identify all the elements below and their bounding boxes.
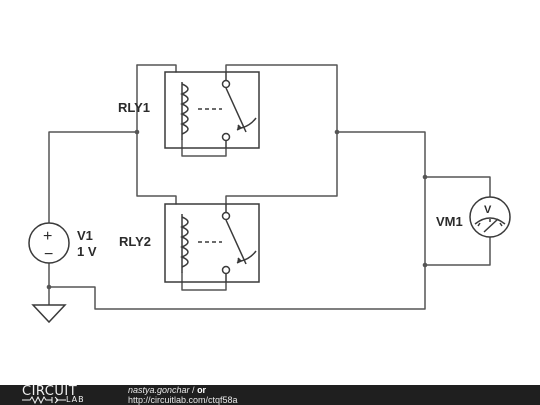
junctions xyxy=(46,129,428,290)
circuit-schematic: + − V RLY1 RLY2 V1 1 V VM1 xyxy=(28,64,511,324)
logo-resistor-icon xyxy=(22,396,66,404)
logo-bottom-text: LAB xyxy=(66,395,85,404)
rly1-label: RLY1 xyxy=(118,100,150,115)
footer-credits: nastya.gonchar / or http://circuitlab.co… xyxy=(128,385,238,405)
circuit-url-link[interactable]: http://circuitlab.com/ctqf58a xyxy=(128,395,238,405)
source-name-label: V1 xyxy=(77,228,93,243)
relay-rly1[interactable] xyxy=(164,71,260,149)
source-minus-sign: − xyxy=(44,246,53,263)
author-link[interactable]: nastya.gonchar xyxy=(128,385,190,395)
footer-bar: CIRCUIT LAB nastya.gonchar / or http://c… xyxy=(0,384,540,405)
footer-separator: / xyxy=(189,385,198,395)
rly2-label: RLY2 xyxy=(119,234,151,249)
relay-rly2[interactable] xyxy=(164,203,260,283)
circuit-title-link[interactable]: or xyxy=(197,385,207,395)
logo-top-text: CIRCUIT xyxy=(22,384,78,399)
ground-icon xyxy=(31,304,67,324)
source-value-label: 1 V xyxy=(77,244,97,259)
voltmeter-symbol: V xyxy=(484,204,492,216)
source-plus-sign: + xyxy=(43,228,52,245)
circuitlab-logo[interactable]: CIRCUIT LAB xyxy=(22,384,122,405)
wires xyxy=(48,64,491,310)
voltage-source-v1[interactable] xyxy=(28,222,70,264)
voltmeter-name-label: VM1 xyxy=(436,214,463,229)
voltmeter-vm1[interactable] xyxy=(469,196,511,238)
